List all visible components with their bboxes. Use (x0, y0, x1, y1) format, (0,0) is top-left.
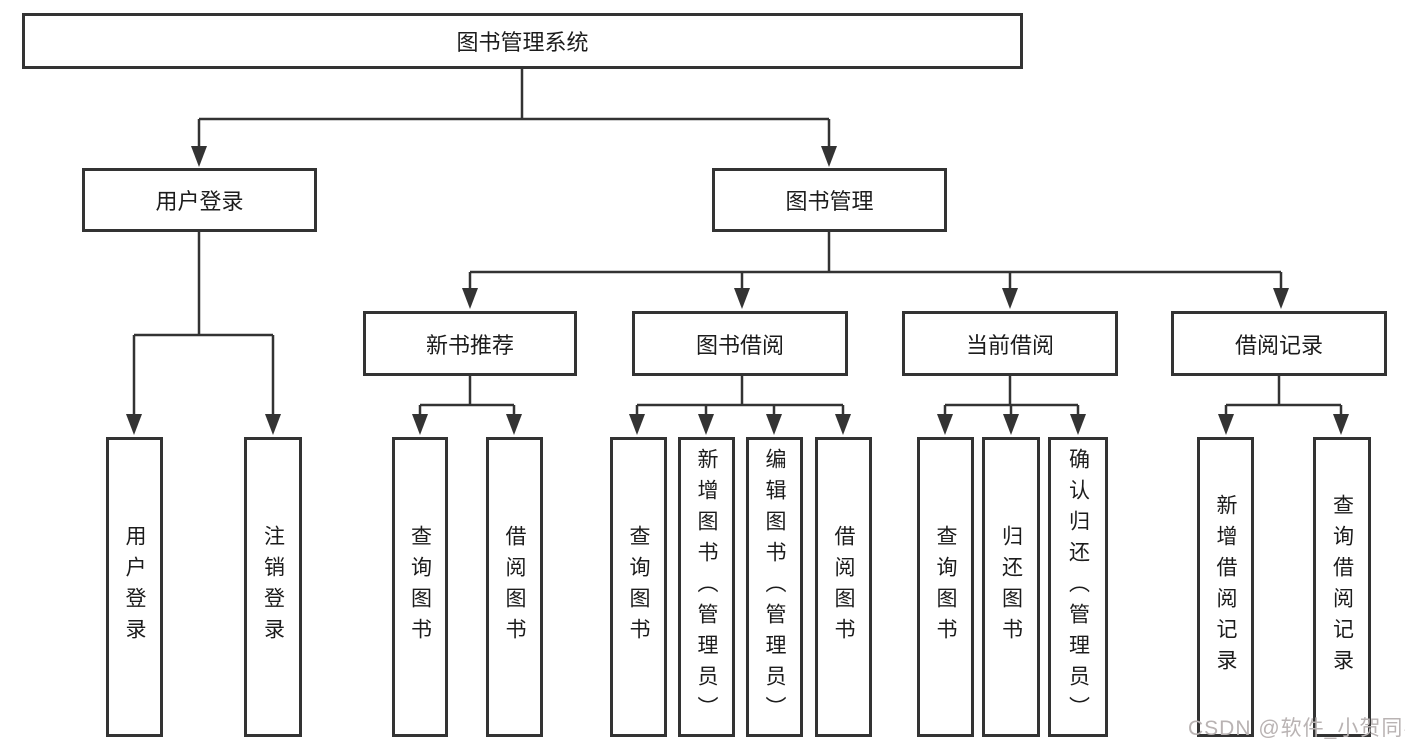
csdn-watermark: CSDN @软件_小贺同学 (1188, 717, 1405, 740)
arrow-down-icon (1003, 414, 1019, 435)
connector-new-book (412, 376, 522, 435)
leaf-label: 新增借阅记录 (1214, 494, 1237, 680)
arrow-down-icon (1218, 414, 1234, 435)
node-borrow-records: 借阅记录 (1171, 311, 1387, 376)
leaf-query-books: 查询图书 (392, 437, 448, 737)
node-label: 图书管理 (785, 189, 874, 214)
node-label: 新书推荐 (425, 332, 514, 358)
node-new-book-recommend: 新书推荐 (363, 311, 577, 376)
connector-book-borrow (629, 376, 851, 435)
leaf-label: 编辑图书（管理员） (763, 447, 786, 727)
leaf-label: 借阅图书 (503, 525, 526, 649)
leaf-query-books: 查询图书 (610, 437, 667, 737)
arrow-down-icon (462, 288, 478, 309)
node-book-manage: 图书管理 (712, 168, 947, 232)
connector-line (943, 376, 1080, 420)
arrow-down-icon (629, 414, 645, 435)
leaf-label: 用户登录 (123, 525, 146, 649)
leaf-edit-books-admin: 编辑图书（管理员） (746, 437, 803, 737)
connector-borrow-records (1218, 376, 1349, 435)
arrow-down-icon (412, 414, 428, 435)
arrow-down-icon (1002, 288, 1018, 309)
arrow-down-icon (191, 146, 207, 167)
connector-line (635, 376, 845, 420)
leaf-label: 确认归还（管理员） (1066, 447, 1090, 727)
leaf-user-login: 用户登录 (106, 437, 163, 737)
node-user-login: 用户登录 (82, 168, 317, 232)
node-label: 借阅记录 (1234, 332, 1323, 358)
leaf-label: 查询借阅记录 (1330, 494, 1354, 680)
leaf-label: 注销登录 (261, 525, 285, 649)
arrow-down-icon (1333, 414, 1349, 435)
arrow-down-icon (1070, 414, 1086, 435)
connector-line (468, 232, 1283, 294)
leaf-add-books-admin: 新增图书（管理员） (678, 437, 735, 737)
connector-root (191, 69, 837, 167)
leaf-label: 查询图书 (934, 525, 957, 649)
node-label: 图书管理系统 (456, 30, 589, 55)
leaf-label: 新增图书（管理员） (695, 447, 718, 727)
leaf-add-borrow-record: 新增借阅记录 (1197, 437, 1254, 737)
arrow-down-icon (937, 414, 953, 435)
arrow-down-icon (506, 414, 522, 435)
arrow-down-icon (734, 288, 750, 309)
connector-current-borrow (937, 376, 1086, 435)
arrow-down-icon (821, 146, 837, 167)
connector-line (197, 69, 831, 152)
leaf-borrow-books: 借阅图书 (486, 437, 543, 737)
node-label: 图书借阅 (695, 332, 784, 358)
leaf-return-books: 归还图书 (982, 437, 1040, 737)
arrow-down-icon (1273, 288, 1289, 309)
connector-line (1224, 376, 1343, 420)
connector-line (418, 376, 516, 420)
leaf-query-books: 查询图书 (917, 437, 974, 737)
arrow-down-icon (835, 414, 851, 435)
connector-user-login (126, 232, 281, 435)
leaf-label: 查询图书 (627, 525, 650, 649)
connector-line (132, 232, 275, 420)
leaf-label: 查询图书 (408, 525, 432, 649)
leaf-confirm-return-admin: 确认归还（管理员） (1048, 437, 1108, 737)
leaf-borrow-books: 借阅图书 (815, 437, 872, 737)
leaf-label: 归还图书 (999, 525, 1023, 649)
arrow-down-icon (265, 414, 281, 435)
node-label: 当前借阅 (965, 332, 1054, 358)
node-root-system: 图书管理系统 (22, 13, 1023, 69)
arrow-down-icon (766, 414, 782, 435)
leaf-label: 借阅图书 (832, 525, 855, 649)
connector-book-manage (462, 232, 1289, 309)
leaf-logout: 注销登录 (244, 437, 302, 737)
arrow-down-icon (126, 414, 142, 435)
node-book-borrow: 图书借阅 (632, 311, 848, 376)
node-current-borrow: 当前借阅 (902, 311, 1118, 376)
leaf-query-borrow-record: 查询借阅记录 (1313, 437, 1371, 737)
node-label: 用户登录 (155, 189, 244, 214)
arrow-down-icon (698, 414, 714, 435)
